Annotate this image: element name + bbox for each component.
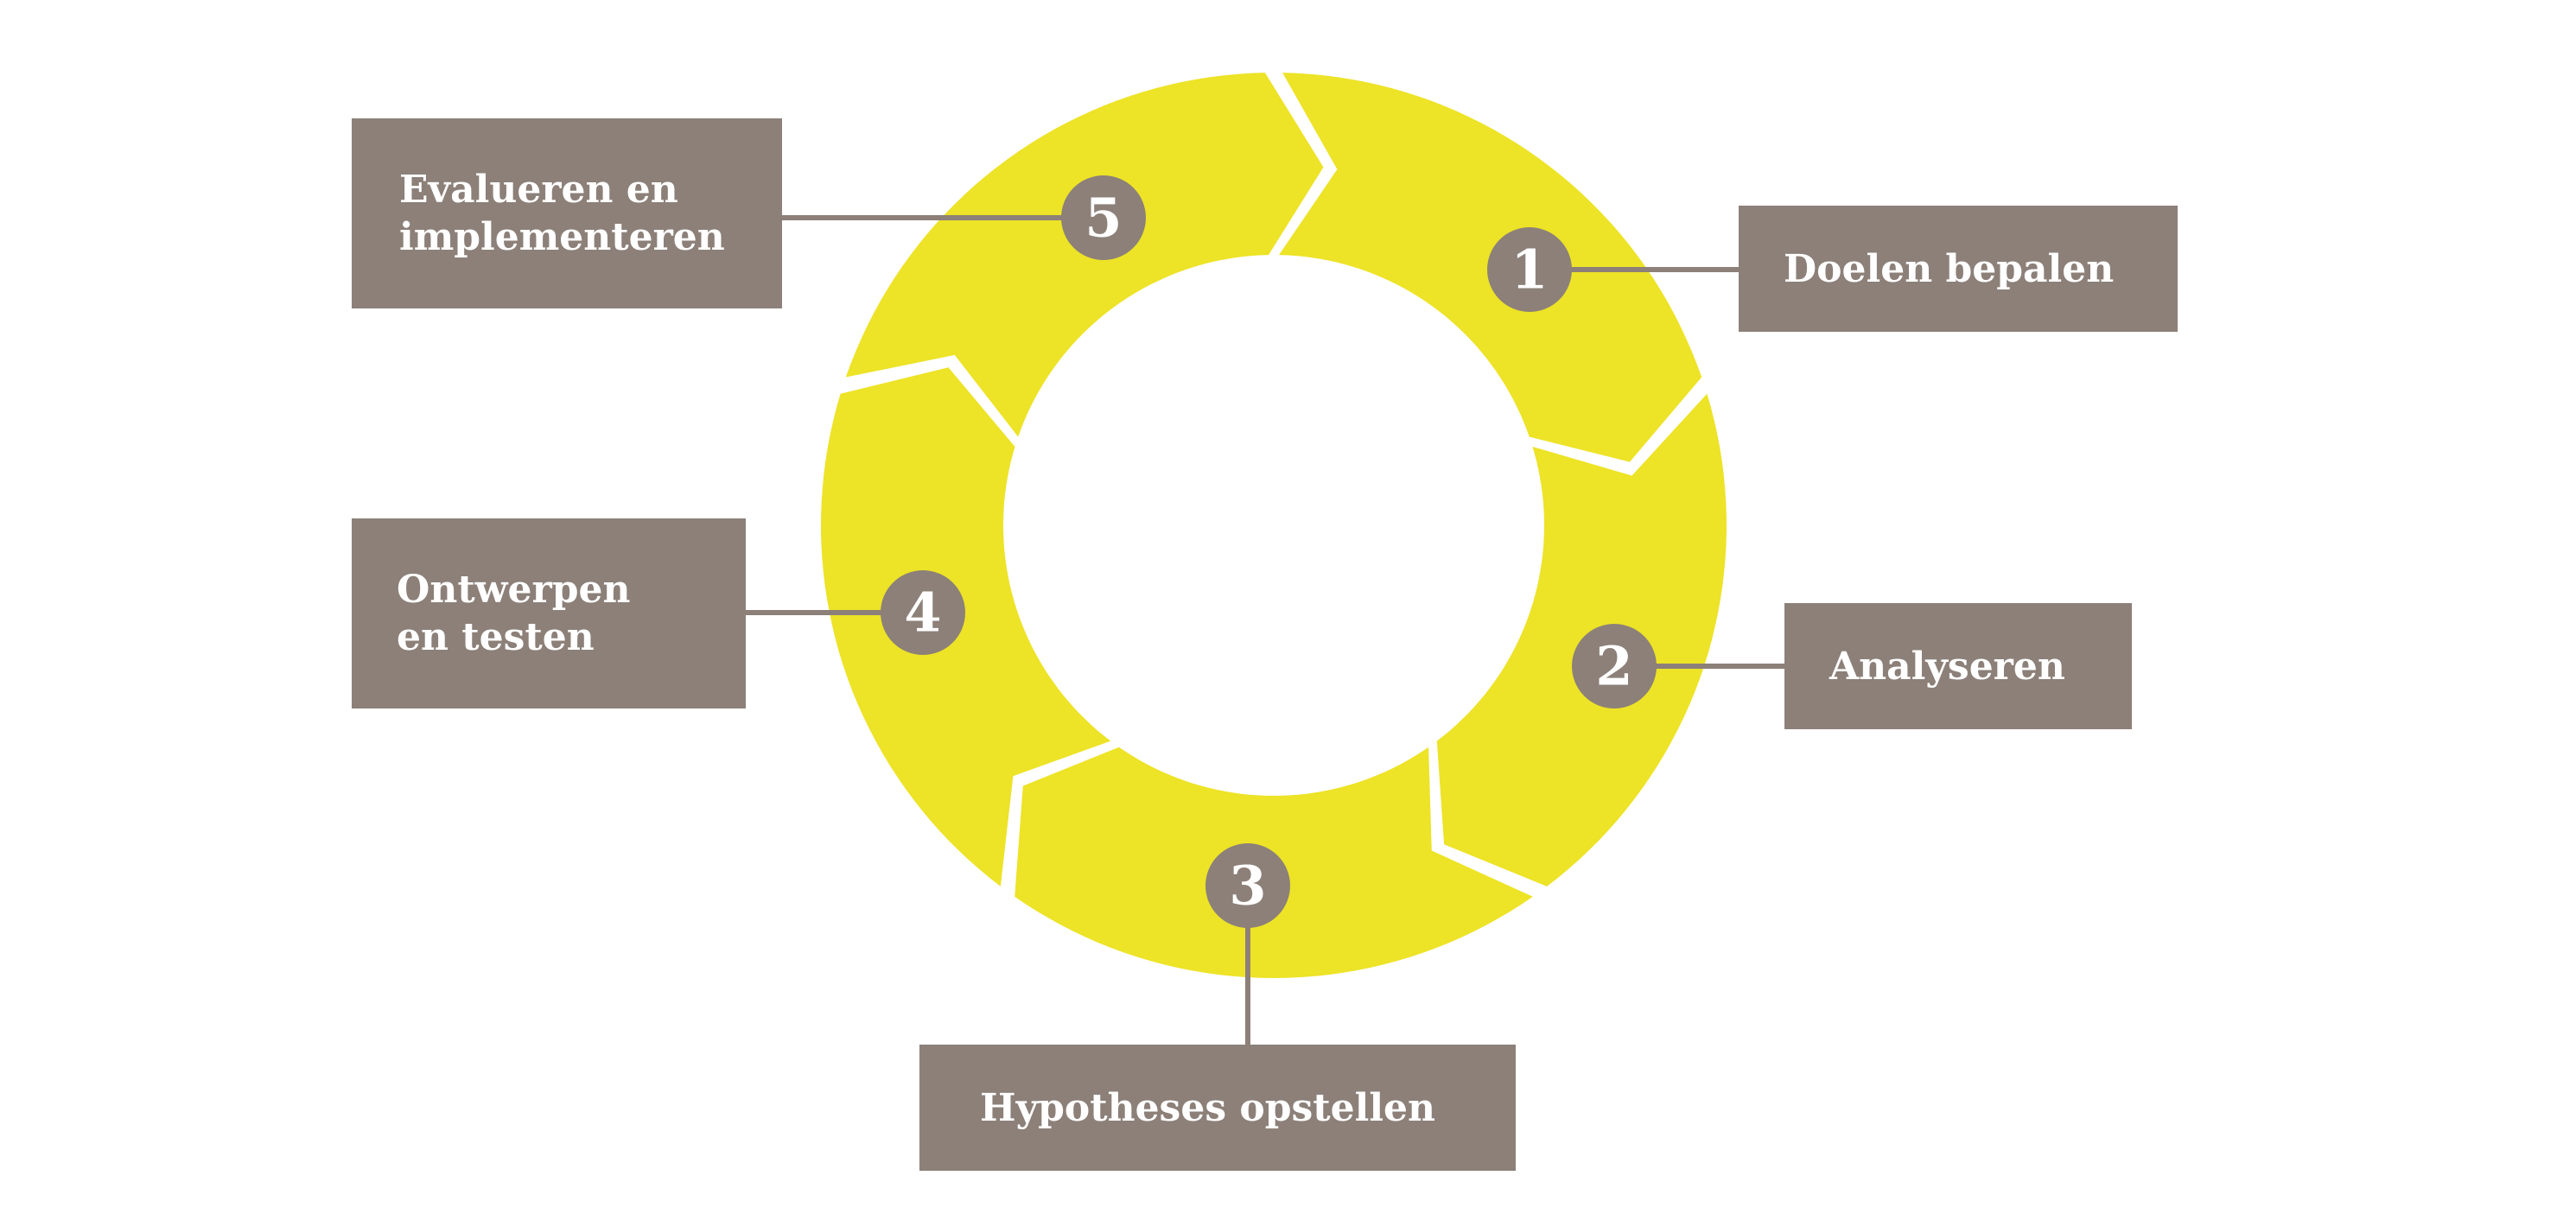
step-badges: 1 2 3 4 5 <box>881 175 1657 928</box>
step-number-4: 4 <box>904 581 941 645</box>
step-label-2: Analyseren <box>1829 644 2065 689</box>
cycle-ring <box>821 73 1727 978</box>
step-badge-1: 1 <box>1487 227 1572 312</box>
step-badge-5: 5 <box>1061 175 1146 260</box>
step-label-3: Hypotheses opstellen <box>980 1085 1436 1130</box>
step-label-box-1: Doelen bepalen <box>1739 206 2178 332</box>
step-badge-3: 3 <box>1205 843 1290 928</box>
step-number-1: 1 <box>1511 238 1548 302</box>
step-label-1: Doelen bepalen <box>1784 246 2115 291</box>
step-label-box-2: Analyseren <box>1784 603 2132 729</box>
cycle-segment-4 <box>821 367 1111 886</box>
step-label-5: Evalueren en implementeren <box>399 168 725 259</box>
step-badge-2: 2 <box>1572 624 1657 708</box>
step-number-2: 2 <box>1595 635 1632 698</box>
step-label-box-5: Evalueren en implementeren <box>352 118 782 308</box>
step-label-4: Ontwerpen en testen <box>397 568 631 659</box>
step-number-5: 5 <box>1084 187 1122 250</box>
step-badge-4: 4 <box>881 570 965 655</box>
step-label-box-3: Hypotheses opstellen <box>919 1045 1516 1171</box>
step-number-3: 3 <box>1229 855 1266 918</box>
step-label-box-4: Ontwerpen en testen <box>352 518 746 708</box>
